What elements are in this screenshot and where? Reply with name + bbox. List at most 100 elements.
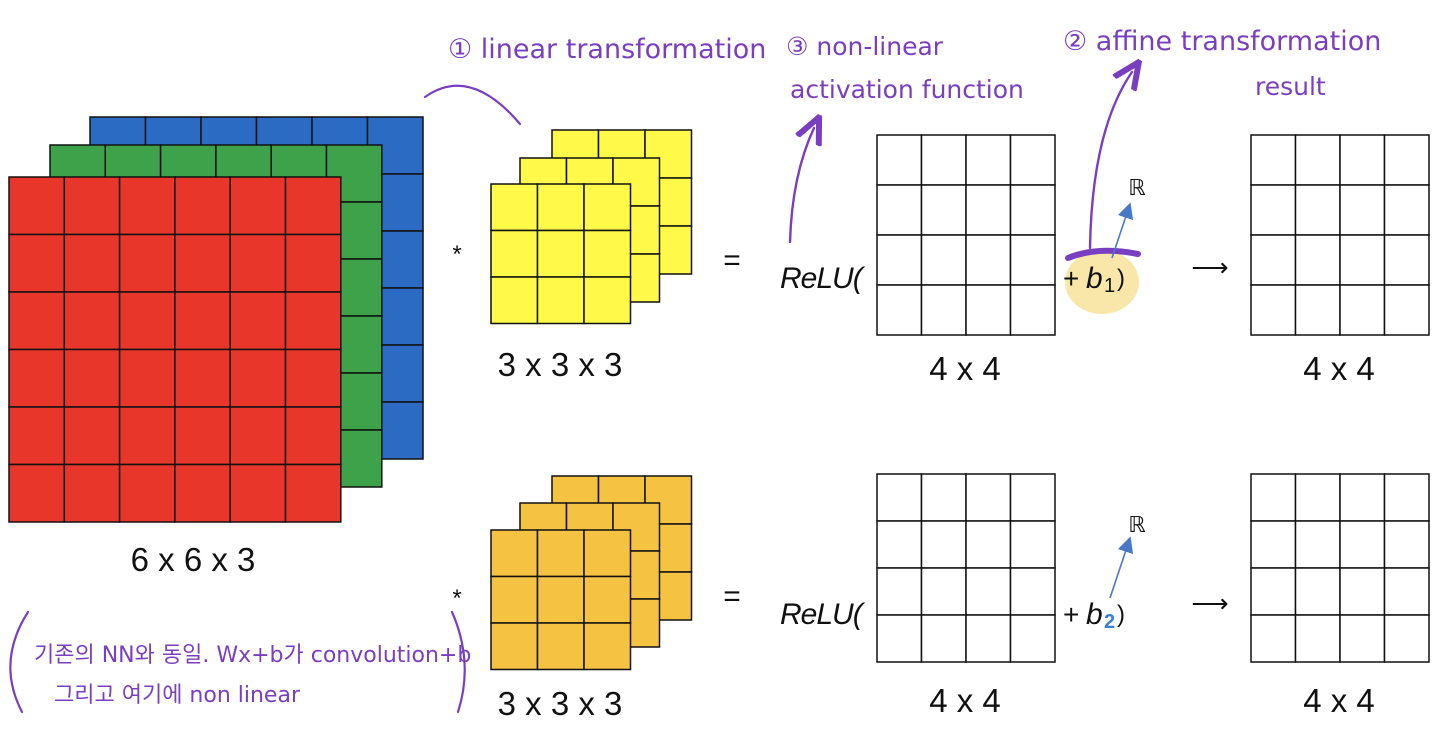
conv-2-cell — [1009, 567, 1056, 616]
conv-1-cell — [920, 284, 967, 336]
input-red-cell — [174, 406, 231, 466]
conv-2-cell — [965, 520, 1012, 569]
result-1-cell — [1339, 284, 1386, 336]
conv-2-cell — [920, 567, 967, 616]
annotation-activation-function: activation function — [790, 75, 1024, 104]
annotation-3-arrow — [788, 128, 814, 244]
input-red-cell — [8, 176, 66, 236]
result-2-cell — [1250, 473, 1297, 522]
result-1-cell — [1339, 134, 1386, 186]
result-2-cell — [1339, 520, 1386, 569]
result-1-cell — [1294, 134, 1341, 186]
result-2-dims-label: 4 x 4 — [1303, 682, 1375, 719]
input-red-cell — [118, 291, 176, 351]
conv-2-cell — [920, 614, 967, 663]
input-red-cell — [229, 348, 287, 408]
result-1-cell — [1294, 234, 1341, 286]
annotation-affine-transformation: ② affine transformation — [1063, 26, 1381, 57]
bias-plus-2: + — [1063, 599, 1079, 630]
conv-2-cell — [965, 567, 1012, 616]
conv-2-cell — [920, 520, 967, 569]
conv-2-cell — [876, 520, 923, 569]
result-2-cell — [1294, 520, 1341, 569]
result-grid-2 — [1250, 473, 1430, 663]
input-red-cell — [118, 348, 176, 408]
input-red-cell — [229, 233, 287, 293]
conv-1-cell — [1009, 284, 1056, 336]
filter-2-slice-front-cell — [536, 575, 585, 624]
bias-real-arrow-1 — [1111, 202, 1134, 259]
bias-underline-mark — [1065, 247, 1141, 261]
input-red-cell — [174, 348, 231, 408]
bottom-note-line-1: 기존의 NN와 동일. Wx+b가 convolution+b — [34, 643, 471, 668]
result-1-cell — [1339, 234, 1386, 286]
row-1: * 3 x 3 x 3 = ReLU( 4 x 4 + b 1 ) ℝ ⟶ 4 … — [452, 129, 1430, 387]
conv-2-cell — [920, 473, 967, 522]
input-red-cell — [8, 291, 66, 351]
conv-output-grid-1 — [876, 134, 1056, 336]
conv-1-cell — [965, 234, 1012, 286]
conv-1-cell — [965, 184, 1012, 236]
result-1-cell — [1250, 284, 1297, 336]
bias-symbol-1: b — [1086, 262, 1103, 295]
input-volume: 6 x 6 x 3 — [8, 116, 424, 578]
bias-plus-1: + — [1063, 263, 1079, 294]
result-1-cell — [1339, 184, 1386, 236]
real-symbol-1: ℝ — [1128, 175, 1146, 200]
result-2-cell — [1250, 614, 1297, 663]
conv-output-1-dims-label: 4 x 4 — [929, 350, 1001, 387]
conv-2-cell — [876, 473, 923, 522]
input-red-cell — [118, 463, 176, 523]
input-red-cell — [8, 348, 66, 408]
conv-1-cell — [876, 184, 923, 236]
result-1-cell — [1383, 134, 1430, 186]
result-2-cell — [1339, 614, 1386, 663]
result-2-cell — [1294, 614, 1341, 663]
filter-1-slice-front-cell — [490, 229, 539, 278]
map-arrow-2: ⟶ — [1191, 588, 1228, 618]
input-red-cell — [118, 233, 176, 293]
result-1-cell — [1294, 284, 1341, 336]
filter-1-slice-front-cell — [583, 229, 632, 278]
conv-2-cell — [1009, 473, 1056, 522]
bias-close-1: ) — [1117, 265, 1125, 292]
conv-output-grid-2 — [876, 473, 1056, 663]
map-arrow-1: ⟶ — [1191, 252, 1228, 282]
filter-2-slice-front-cell — [490, 575, 539, 624]
bias-close-2: ) — [1117, 601, 1125, 628]
filter-1-dims-label: 3 x 3 x 3 — [498, 346, 623, 383]
filter-1-slice-front-cell — [536, 229, 585, 278]
filter-1-slice-front-cell — [536, 183, 585, 232]
equals-sign-2: = — [723, 580, 741, 613]
result-2-cell — [1339, 473, 1386, 522]
result-1-cell — [1383, 284, 1430, 336]
result-1-cell — [1250, 184, 1297, 236]
bias-subscript-1: 1 — [1104, 275, 1115, 297]
input-channel-red — [8, 176, 342, 523]
filter-2-slice-front-cell — [583, 529, 632, 578]
result-1-cell — [1250, 134, 1297, 186]
bottom-note-right-paren — [450, 610, 466, 714]
input-red-cell — [174, 291, 231, 351]
input-red-cell — [63, 291, 121, 351]
bias-symbol-2: b — [1086, 598, 1103, 631]
input-red-cell — [8, 463, 66, 523]
conv-1-cell — [965, 134, 1012, 186]
input-red-cell — [174, 176, 231, 236]
conv-1-cell — [1009, 134, 1056, 186]
result-1-dims-label: 4 x 4 — [1303, 350, 1375, 387]
result-1-cell — [1383, 234, 1430, 286]
conv-output-2-dims-label: 4 x 4 — [929, 682, 1001, 719]
input-red-cell — [63, 348, 121, 408]
input-red-cell — [63, 176, 121, 236]
input-red-cell — [229, 463, 287, 523]
result-2-cell — [1383, 567, 1430, 616]
filter-2-slice-front-cell — [583, 622, 632, 671]
result-2-cell — [1383, 520, 1430, 569]
result-2-cell — [1383, 614, 1430, 663]
conv-2-cell — [965, 473, 1012, 522]
filter-2 — [490, 475, 693, 671]
result-2-cell — [1294, 567, 1341, 616]
convolution-operator-1: * — [452, 241, 461, 268]
